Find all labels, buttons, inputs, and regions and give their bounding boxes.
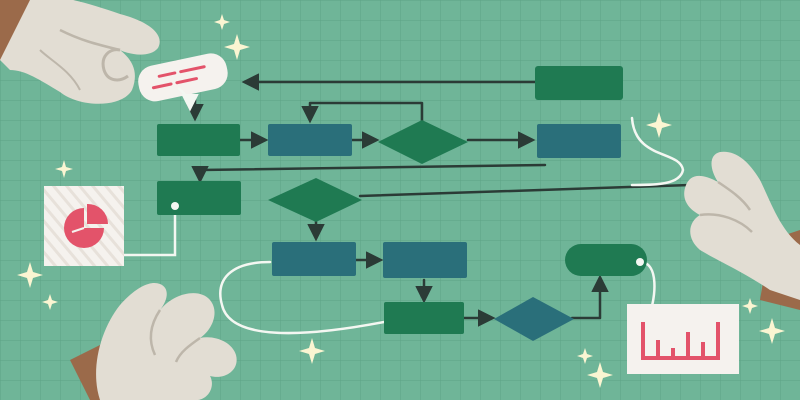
process-box bbox=[157, 124, 240, 156]
note-card bbox=[138, 53, 228, 102]
sparkle-icon bbox=[55, 160, 73, 178]
sparkles bbox=[17, 14, 785, 388]
process-box bbox=[384, 302, 464, 334]
bar-chart-card bbox=[627, 304, 739, 374]
decision-diamond bbox=[494, 297, 574, 341]
decision-diamonds bbox=[268, 120, 574, 341]
connectors bbox=[186, 73, 692, 327]
sparkle-icon bbox=[759, 318, 785, 344]
connector-line bbox=[358, 183, 692, 198]
connector-line bbox=[191, 163, 547, 184]
sparkle-icon bbox=[577, 348, 593, 364]
arrow-icon bbox=[177, 87, 199, 112]
decision-diamond bbox=[268, 178, 362, 222]
wire bbox=[219, 260, 386, 335]
wire bbox=[122, 204, 177, 257]
process-box bbox=[535, 66, 623, 100]
sparkle-icon bbox=[299, 338, 325, 364]
bar-chart-icon bbox=[641, 322, 720, 360]
sparkle-icon bbox=[17, 262, 43, 288]
connector-line bbox=[301, 101, 424, 126]
process-boxes bbox=[157, 66, 647, 334]
hand-bottom-left bbox=[70, 282, 237, 400]
process-box bbox=[157, 181, 241, 215]
connection-dot bbox=[171, 202, 179, 210]
terminal-box bbox=[565, 244, 647, 276]
hand-right bbox=[684, 151, 800, 310]
sparkle-icon bbox=[646, 112, 672, 138]
wire bbox=[630, 116, 685, 187]
process-box bbox=[383, 242, 467, 278]
sparkle-icon bbox=[587, 362, 613, 388]
connection-dot bbox=[636, 258, 644, 266]
decision-diamond bbox=[378, 120, 468, 164]
sparkle-icon bbox=[224, 34, 250, 60]
pie-chart-icon bbox=[64, 203, 109, 248]
process-box bbox=[272, 242, 356, 276]
process-box bbox=[268, 124, 352, 156]
hand-top-left bbox=[0, 0, 160, 104]
sparkle-icon bbox=[214, 14, 230, 30]
sparkle-icon bbox=[42, 294, 58, 310]
connector-line bbox=[570, 274, 609, 320]
sparkle-icon bbox=[742, 298, 758, 314]
pie-chart-card bbox=[44, 186, 124, 266]
process-box bbox=[537, 124, 621, 158]
